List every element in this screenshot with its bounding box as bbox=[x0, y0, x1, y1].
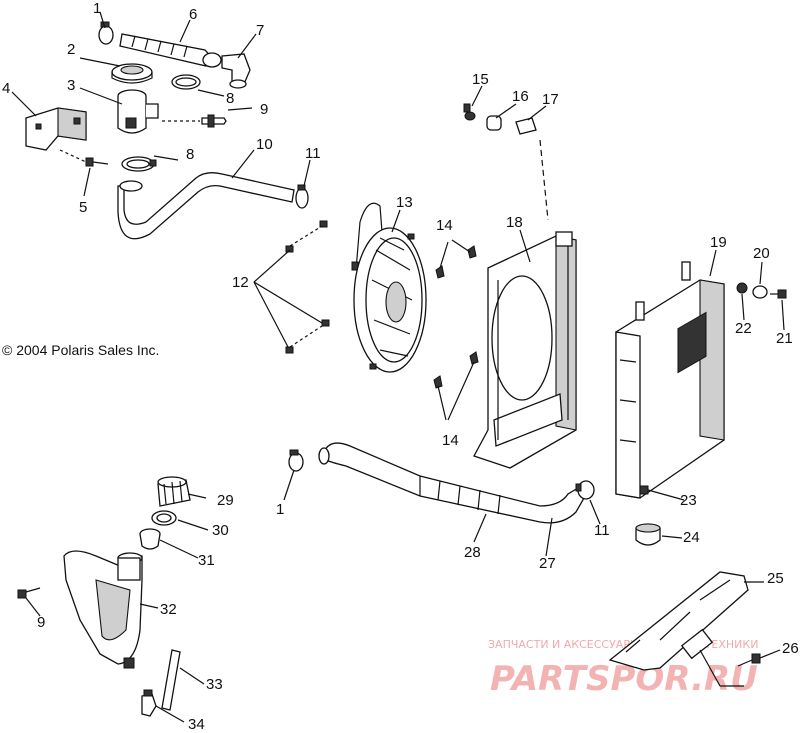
part-11-hose-clamp-lower bbox=[575, 480, 595, 500]
callout-30: 30 bbox=[212, 522, 229, 539]
part-30-cap-seal bbox=[151, 510, 177, 526]
callout-34: 34 bbox=[188, 716, 205, 733]
callout-8-upper: 8 bbox=[226, 90, 234, 107]
callout-10: 10 bbox=[256, 136, 273, 153]
part-4-mounting-bracket bbox=[25, 107, 87, 151]
callout-31: 31 bbox=[198, 552, 215, 569]
callout-18: 18 bbox=[506, 214, 523, 231]
copyright-notice: © 2004 Polaris Sales Inc. bbox=[2, 342, 159, 358]
part-12-fan-screws bbox=[253, 220, 330, 354]
callout-12: 12 bbox=[232, 274, 249, 291]
part-2-pressure-cap bbox=[111, 63, 153, 84]
callout-9-upper: 9 bbox=[260, 101, 268, 118]
part-17-spacer bbox=[515, 117, 549, 221]
callout-16: 16 bbox=[512, 88, 529, 105]
callout-1-lower: 1 bbox=[276, 501, 284, 518]
callout-11-upper: 11 bbox=[305, 145, 321, 162]
callout-22: 22 bbox=[735, 320, 752, 337]
part-9-screw-upper bbox=[162, 114, 227, 128]
callout-24: 24 bbox=[683, 529, 700, 546]
part-33-overflow-hose bbox=[161, 649, 181, 711]
part-22-washer bbox=[736, 282, 748, 294]
callout-5: 5 bbox=[79, 199, 87, 216]
part-15-nut bbox=[463, 103, 476, 121]
callout-28: 28 bbox=[464, 544, 481, 561]
callout-29: 29 bbox=[217, 492, 234, 509]
callout-15: 15 bbox=[472, 71, 489, 88]
callout-26: 26 bbox=[782, 640, 799, 657]
callout-6: 6 bbox=[189, 6, 197, 23]
callout-7: 7 bbox=[256, 22, 264, 39]
part-28-lower-radiator-hose bbox=[318, 442, 585, 524]
part-26-screw bbox=[737, 653, 761, 667]
part-6-upper-hose bbox=[119, 33, 222, 68]
part-5-bolt bbox=[59, 149, 109, 167]
callout-20: 20 bbox=[753, 245, 770, 262]
part-21-screw bbox=[770, 289, 787, 299]
callout-3: 3 bbox=[67, 77, 75, 94]
callout-21: 21 bbox=[776, 330, 793, 347]
callout-13: 13 bbox=[396, 194, 413, 211]
part-14-clips-lower bbox=[433, 351, 479, 421]
part-11-hose-clamp-upper bbox=[295, 184, 309, 209]
part-7-elbow-hose bbox=[221, 53, 251, 89]
part-19-radiator bbox=[615, 261, 725, 499]
watermark-logo: PARTSPOR.RU bbox=[490, 659, 758, 699]
callout-8-lower: 8 bbox=[186, 146, 194, 163]
part-16-grommet bbox=[486, 115, 502, 131]
callout-25: 25 bbox=[767, 570, 784, 587]
part-31-neck-adapter bbox=[139, 528, 161, 550]
part-3-filler-neck bbox=[117, 89, 159, 134]
callout-4: 4 bbox=[2, 80, 10, 97]
part-34-hose-fitting bbox=[141, 689, 157, 717]
part-29-reservoir-cap bbox=[157, 476, 191, 507]
part-18-fan-shroud bbox=[473, 231, 577, 469]
part-32-coolant-reservoir bbox=[63, 550, 143, 669]
part-1-hose-clamp-lower bbox=[288, 449, 304, 472]
part-23-drain-plug bbox=[639, 485, 649, 495]
leader-lines bbox=[11, 11, 785, 723]
callout-27: 27 bbox=[539, 555, 556, 572]
callout-11-lower: 11 bbox=[594, 522, 610, 539]
part-1-hose-clamp bbox=[98, 21, 114, 45]
part-25-lower-bracket bbox=[608, 571, 749, 687]
part-13-cooling-fan bbox=[351, 202, 427, 373]
callout-33: 33 bbox=[206, 676, 223, 693]
callout-23: 23 bbox=[680, 492, 697, 509]
callout-1-top: 1 bbox=[93, 0, 101, 17]
watermark: ЗАПЧАСТИ И АКСЕССУАРЫ ДЛЯ МОТОТЕХНИКИ PA… bbox=[488, 638, 758, 699]
part-9-screw-lower bbox=[17, 587, 41, 599]
callout-19: 19 bbox=[710, 234, 727, 251]
callout-9-lower: 9 bbox=[37, 614, 45, 631]
part-8-hose-clamp-lower bbox=[121, 156, 157, 172]
callout-17: 17 bbox=[542, 91, 559, 108]
callout-14-lower: 14 bbox=[442, 432, 459, 449]
callout-32: 32 bbox=[160, 601, 177, 618]
part-24-rubber-mount bbox=[635, 523, 661, 546]
part-14-clips-upper bbox=[435, 239, 477, 279]
part-8-hose-clamp-upper bbox=[171, 74, 201, 90]
part-20-grommet bbox=[752, 285, 768, 299]
part-10-radiator-hose bbox=[117, 172, 295, 240]
callout-2: 2 bbox=[67, 41, 75, 58]
callout-14-upper: 14 bbox=[436, 217, 453, 234]
